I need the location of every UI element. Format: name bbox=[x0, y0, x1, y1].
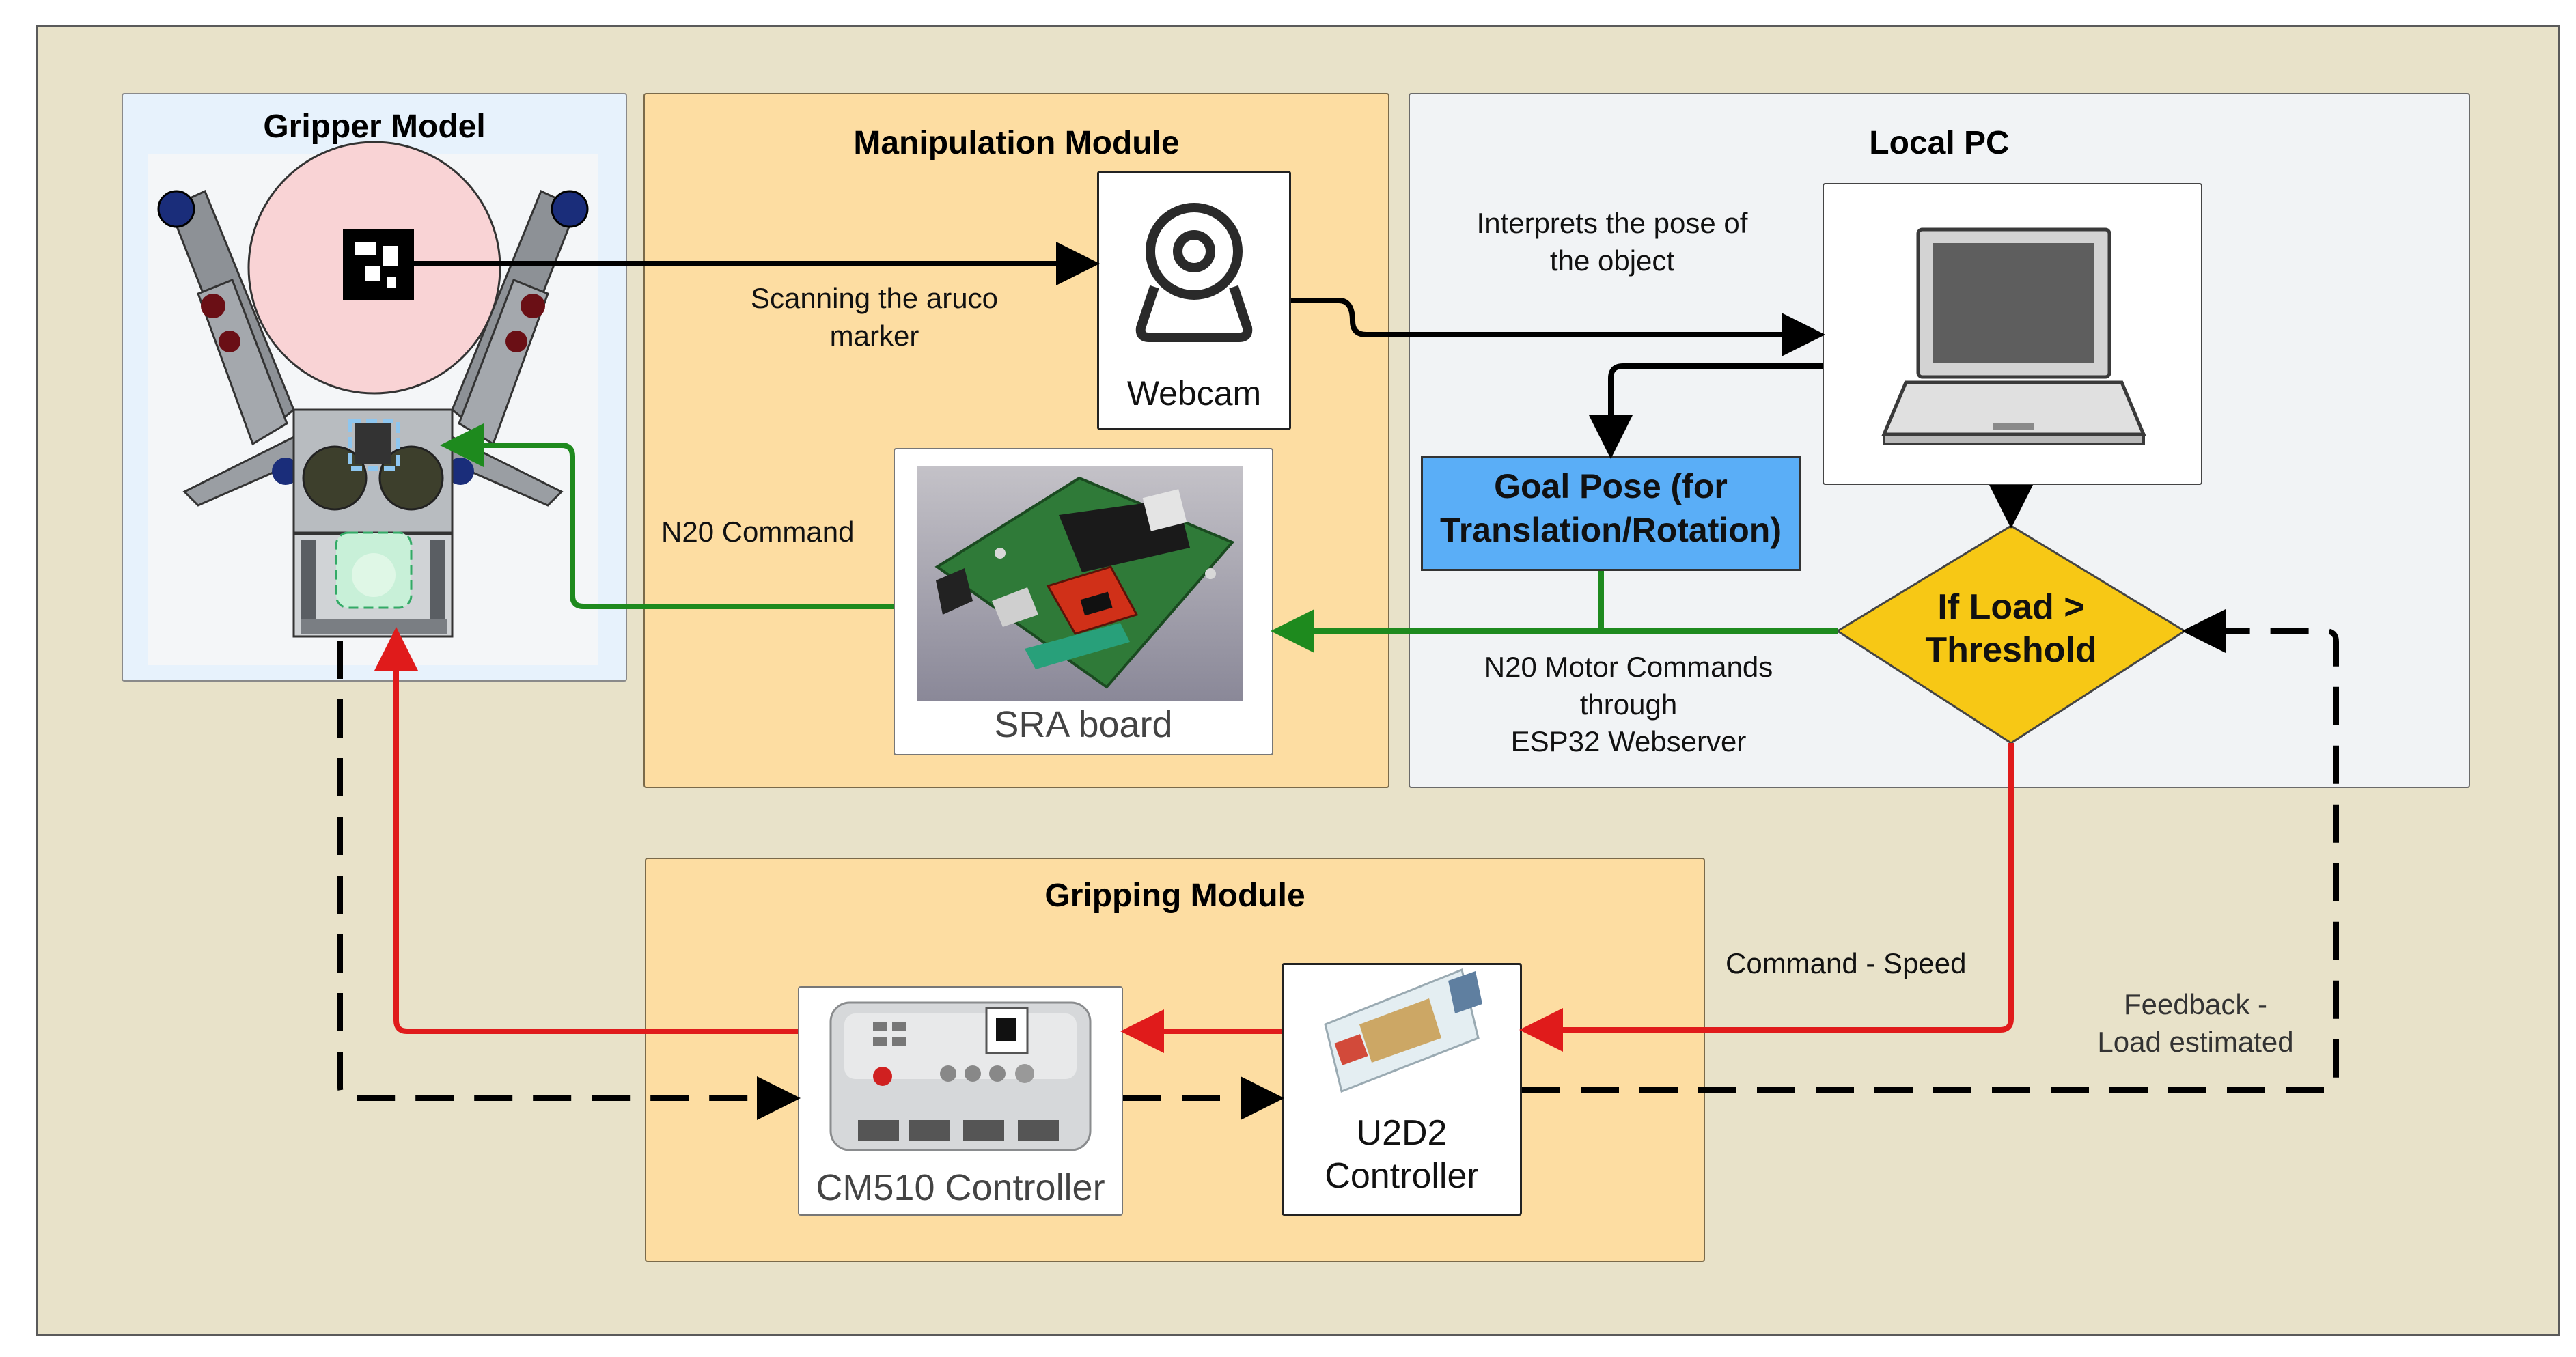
webcam-node bbox=[1097, 171, 1291, 430]
goal-pose-node bbox=[1421, 456, 1801, 571]
label-n20-command: N20 Command bbox=[661, 516, 855, 548]
u2d2-controller-label: U2D2 Controller bbox=[1325, 1113, 1479, 1197]
gripper-model-title: Gripper Model bbox=[263, 109, 486, 145]
cm510-icon bbox=[829, 1001, 1092, 1151]
label-command-speed: Command - Speed bbox=[1726, 947, 1967, 979]
laptop-icon bbox=[1881, 227, 2146, 445]
cm510-controller-label: CM510 Controller bbox=[816, 1167, 1105, 1208]
arrow-webcam-to-laptop bbox=[1291, 298, 1825, 356]
gripper-illustration bbox=[148, 141, 598, 665]
manipulation-module-title: Manipulation Module bbox=[853, 125, 1180, 161]
arrow-laptop-to-goal bbox=[1589, 363, 1823, 459]
arrow-u2d2-to-decision-dashed bbox=[1522, 609, 2339, 1093]
arrow-gripper-to-cm510-dashed bbox=[337, 641, 801, 1120]
local-pc-title: Local PC bbox=[1869, 125, 2010, 161]
webcam-icon bbox=[1135, 203, 1253, 342]
arrow-decision-to-u2d2 bbox=[1519, 743, 2014, 1052]
sra-board-label: SRA board bbox=[994, 704, 1173, 745]
u2d2-icon bbox=[1324, 968, 1482, 1093]
decision-label: If Load > Threshold bbox=[1925, 587, 2097, 671]
arrow-sra-to-gripper bbox=[440, 423, 894, 609]
label-interprets-pose: Interprets the pose of the object bbox=[1476, 207, 1748, 277]
gripping-module-title: Gripping Module bbox=[1044, 878, 1305, 914]
goal-pose-label: Goal Pose (for Translation/Rotation) bbox=[1440, 467, 1782, 549]
webcam-label: Webcam bbox=[1126, 374, 1262, 412]
label-n20-motor-commands: N20 Motor Commands through ESP32 Webserv… bbox=[1484, 651, 1773, 758]
label-feedback-load: Feedback - Load estimated bbox=[2097, 988, 2294, 1058]
label-scanning-aruco: Scanning the aruco marker bbox=[751, 282, 998, 352]
circuit-board-icon bbox=[934, 476, 1235, 689]
arrow-cm510-to-gripper bbox=[374, 627, 798, 1034]
